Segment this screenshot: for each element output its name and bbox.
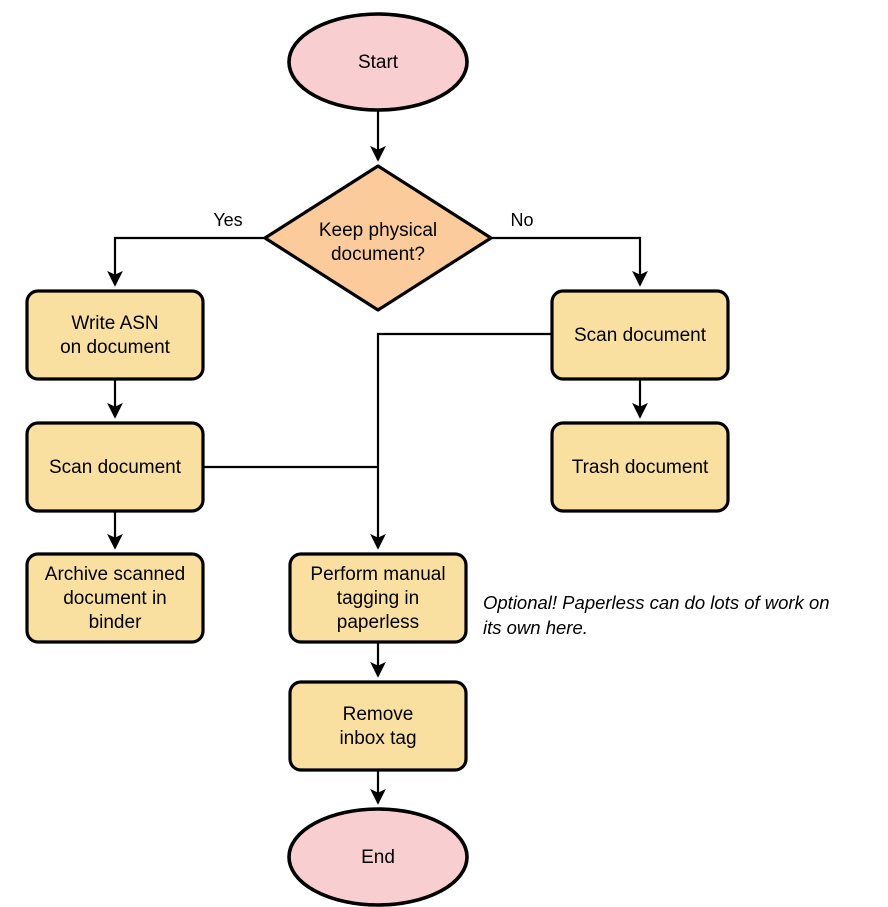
edge-label-layer: Yes No	[213, 210, 533, 230]
edge-label-yes: Yes	[213, 210, 242, 230]
annotation-line2: its own here.	[483, 617, 588, 638]
remove-inbox-tag-box-shape	[288, 680, 468, 772]
scan-document-left-label: Scan document	[49, 457, 182, 478]
annotation-line1: Optional! Paperless can do lots of work …	[483, 592, 830, 613]
archive-label-line3: binder	[89, 612, 142, 633]
edge-decision-yes	[107, 236, 265, 287]
decision-label-line2: document?	[331, 244, 425, 265]
node-trash-document[interactable]: Trash document	[550, 421, 730, 513]
node-archive-scanned-document[interactable]: Archive scanned document in binder	[25, 552, 205, 644]
start-label: Start	[358, 52, 399, 73]
scan-document-left-box-shape	[25, 421, 205, 513]
write-asn-label-line1: Write ASN	[71, 313, 158, 334]
decision-diamond-shape	[263, 164, 493, 312]
write-asn-box-shape	[25, 289, 205, 381]
remove-inbox-tag-label-line1: Remove	[343, 704, 414, 725]
node-decision-keep-physical-document[interactable]: Keep physical document?	[263, 164, 493, 312]
node-remove-inbox-tag[interactable]: Remove inbox tag	[288, 680, 468, 772]
start-ellipse-shape	[287, 12, 469, 112]
scan-document-right-label: Scan document	[574, 325, 707, 346]
manual-tagging-label-line2: tagging in	[337, 588, 419, 609]
manual-tagging-label-line1: Perform manual	[310, 564, 445, 585]
trash-document-label: Trash document	[572, 457, 709, 478]
edge-decision-no	[491, 236, 648, 287]
node-start[interactable]: Start	[287, 12, 469, 112]
edge-layer	[107, 110, 648, 805]
node-end[interactable]: End	[287, 807, 469, 907]
annotation-optional-paperless: Optional! Paperless can do lots of work …	[483, 592, 830, 638]
archive-box-shape	[25, 552, 205, 644]
write-asn-label-line2: on document	[60, 337, 171, 358]
end-label: End	[361, 847, 395, 868]
end-ellipse-shape	[287, 807, 469, 907]
edge-label-no: No	[510, 210, 533, 230]
archive-label-line1: Archive scanned	[45, 564, 185, 585]
node-scan-document-right[interactable]: Scan document	[550, 289, 730, 381]
edge-scan-right-merge-to-tagging	[370, 332, 552, 550]
manual-tagging-box-shape	[288, 552, 468, 644]
remove-inbox-tag-label-line2: inbox tag	[339, 728, 416, 749]
archive-label-line2: document in	[63, 588, 167, 609]
trash-document-box-shape	[550, 421, 730, 513]
node-scan-document-left[interactable]: Scan document	[25, 421, 205, 513]
manual-tagging-label-line3: paperless	[337, 612, 419, 633]
scan-document-right-box-shape	[550, 289, 730, 381]
node-perform-manual-tagging[interactable]: Perform manual tagging in paperless	[288, 552, 468, 644]
node-write-asn-on-document[interactable]: Write ASN on document	[25, 289, 205, 381]
decision-label-line1: Keep physical	[319, 220, 437, 241]
